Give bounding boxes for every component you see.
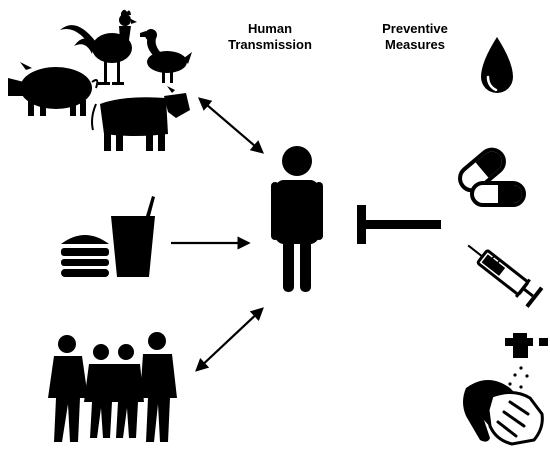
people-group-icon — [48, 332, 177, 442]
preventive-measures-heading: Preventive Measures — [355, 21, 475, 53]
person-icon — [271, 146, 323, 292]
drink-cup-icon — [111, 196, 155, 277]
preventive-measures-heading-line2: Measures — [385, 37, 445, 52]
inhibition-bar — [357, 205, 441, 244]
handwashing-icon — [463, 333, 548, 446]
rooster-icon — [60, 9, 137, 85]
human-transmission-heading: Human Transmission — [210, 21, 330, 53]
people-to-human-arrow — [195, 307, 264, 372]
pig-icon — [8, 62, 99, 116]
burger-icon — [61, 235, 109, 277]
human-transmission-heading-line1: Human — [247, 21, 293, 36]
animals-to-human-arrow — [197, 97, 265, 154]
duck-icon — [140, 29, 192, 83]
human-transmission-heading-line2: Transmission — [228, 37, 312, 52]
capsules-icon — [458, 147, 526, 207]
water-drop-icon — [481, 37, 513, 93]
preventive-measures-heading-line1: Preventive — [382, 21, 448, 36]
syringe-icon — [467, 244, 544, 308]
cow-icon — [91, 86, 190, 151]
